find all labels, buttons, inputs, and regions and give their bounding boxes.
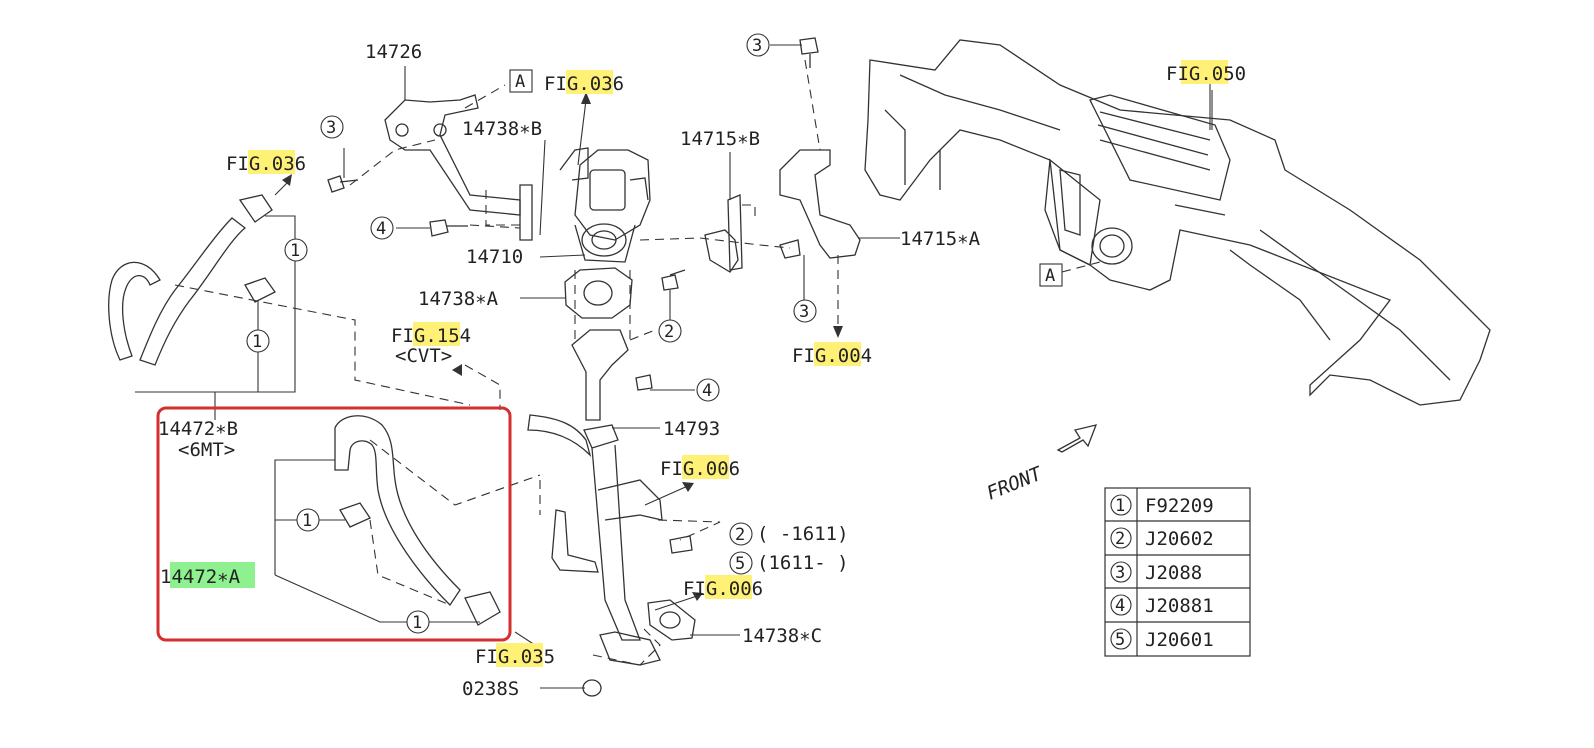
front-label: FRONT <box>984 462 1047 504</box>
svg-text:J20601: J20601 <box>1145 629 1214 651</box>
bolts <box>327 37 819 697</box>
part-labels: 14726 14738∗B 14710 14738∗A 14715∗B 1471… <box>158 41 981 700</box>
label-14738b: 14738∗B <box>462 118 542 140</box>
highlight-marks <box>170 60 1228 667</box>
svg-text:3: 3 <box>326 118 336 138</box>
svg-text:5: 5 <box>735 554 745 574</box>
svg-text:1: 1 <box>290 241 300 261</box>
leader-lines <box>135 44 1211 689</box>
svg-text:1: 1 <box>302 511 312 531</box>
callout-4-top: 4 <box>370 216 394 240</box>
label-cvt: <CVT> <box>395 345 452 367</box>
svg-text:4: 4 <box>702 381 712 401</box>
callout-circles: 3 3 4 1 1 3 2 4 1 1 2 5 <box>246 33 817 634</box>
svg-text:3: 3 <box>799 302 809 322</box>
svg-text:3: 3 <box>1115 563 1125 583</box>
ref-a-right: A <box>1039 263 1063 287</box>
legend-row: 2 J20602 <box>1110 527 1214 550</box>
hose-14472b <box>108 194 276 366</box>
svg-text:1: 1 <box>1115 496 1125 516</box>
callout-3-right: 3 <box>793 299 817 323</box>
callout-2-bottom: 2 <box>729 522 753 546</box>
callout-1-hose-top: 1 <box>284 238 308 262</box>
svg-text:1: 1 <box>412 613 422 633</box>
callout-1-hose-mid: 1 <box>246 329 270 353</box>
callout-3-left: 3 <box>320 115 344 139</box>
legend-row: 5 J20601 <box>1110 628 1214 651</box>
svg-text:5: 5 <box>1115 630 1125 650</box>
ref-a-top: A <box>509 69 533 93</box>
dashed-leaders <box>174 59 1101 666</box>
svg-text:1: 1 <box>252 332 262 352</box>
svg-text:J2088: J2088 <box>1145 562 1202 584</box>
callout-2-mid: 2 <box>658 319 682 343</box>
label-14472b: 14472∗B <box>158 418 238 440</box>
label-14472a: 14472∗A <box>160 566 241 588</box>
svg-text:3: 3 <box>752 36 762 56</box>
callout-4-mid: 4 <box>696 378 720 402</box>
svg-text:2: 2 <box>735 525 745 545</box>
intake-manifold <box>864 39 1491 406</box>
legend-table: 1 F92209 2 J20602 3 J2088 4 J20881 5 J20… <box>1104 487 1251 657</box>
svg-text:2: 2 <box>664 322 674 342</box>
fig-006-a: FIG.006 <box>660 458 740 480</box>
svg-text:A: A <box>515 72 525 92</box>
svg-text:4: 4 <box>376 219 386 239</box>
egr-valve-assembly <box>559 147 651 263</box>
egr-pipe-14726 <box>384 94 533 241</box>
callout-3-top: 3 <box>746 33 770 57</box>
fig-004: FIG.004 <box>792 345 872 367</box>
callout-5-bottom: 5 <box>729 551 753 575</box>
callout-1-hose-a-bottom: 1 <box>406 610 430 634</box>
fig-references: FIG.036 FIG.036 FIG.050 FIG.154 FIG.004 … <box>226 63 1246 668</box>
legend-row: 3 J2088 <box>1110 561 1202 584</box>
callout-1-hose-a: 1 <box>296 508 320 532</box>
label-14710: 14710 <box>466 246 523 268</box>
label-0238s: 0238S <box>462 678 519 700</box>
front-indicator: FRONT <box>984 424 1098 505</box>
fig-035: FIG.035 <box>475 646 555 668</box>
label-14738a: 14738∗A <box>418 288 499 310</box>
fig-036-left: FIG.036 <box>226 153 306 175</box>
label-6mt: <6MT> <box>178 439 235 461</box>
fig-154: FIG.154 <box>391 325 471 347</box>
label-14715a: 14715∗A <box>900 228 981 250</box>
svg-text:J20881: J20881 <box>1145 595 1214 617</box>
label-bolt5-range: (1611- ) <box>757 552 849 574</box>
label-14715b: 14715∗B <box>680 128 760 150</box>
fig-036-top: FIG.036 <box>544 73 624 95</box>
bracket-14715 <box>704 149 861 273</box>
label-14793: 14793 <box>663 418 720 440</box>
legend-row: 4 J20881 <box>1110 594 1214 617</box>
svg-text:F92209: F92209 <box>1145 495 1214 517</box>
label-14726: 14726 <box>365 41 422 63</box>
svg-text:4: 4 <box>1115 596 1125 616</box>
label-bolt2-range: ( -1611) <box>757 523 849 545</box>
label-14738c: 14738∗C <box>742 625 822 647</box>
svg-text:A: A <box>1045 266 1055 286</box>
pipe-14793 <box>527 329 696 666</box>
legend-row: 1 F92209 <box>1110 494 1214 517</box>
fig-050: FIG.050 <box>1166 63 1246 85</box>
svg-text:J20602: J20602 <box>1145 528 1214 550</box>
hose-14472a <box>334 415 501 626</box>
svg-text:2: 2 <box>1115 529 1125 549</box>
selection-box <box>156 406 512 642</box>
fig-006-b: FIG.006 <box>683 578 763 600</box>
